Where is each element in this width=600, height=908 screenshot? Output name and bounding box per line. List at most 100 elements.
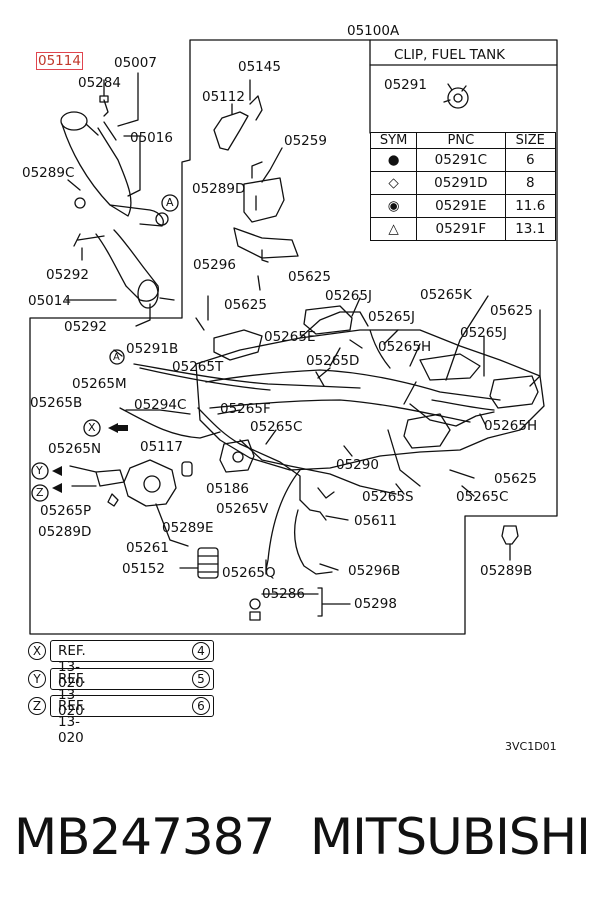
part-label[interactable]: 05296 (193, 257, 236, 273)
ref-letter: Z (28, 697, 46, 715)
part-label[interactable]: 05625 (494, 471, 537, 487)
part-label[interactable]: 05289D (38, 524, 92, 540)
part-label[interactable]: 05286 (262, 586, 305, 602)
part-label[interactable]: 05611 (354, 513, 397, 529)
bolt-05289b (501, 525, 519, 561)
part-label[interactable]: 05298 (354, 596, 397, 612)
part-label[interactable]: 05016 (130, 130, 173, 146)
pnc-cell[interactable]: 05291C (416, 148, 506, 172)
part-label[interactable]: 05289E (162, 520, 214, 536)
legend-title: CLIP, FUEL TANK (394, 47, 506, 63)
ref-num: 5 (192, 670, 210, 688)
diagram-code: 3VC1D01 (505, 740, 557, 753)
part-label[interactable]: 05291B (126, 341, 179, 357)
part-label[interactable]: 05265J (368, 309, 415, 325)
callout-letter: Y (36, 464, 43, 477)
symbol-cell: ◉ (369, 194, 418, 218)
part-label[interactable]: 05112 (202, 89, 245, 105)
ref-text: REF. 13-020 (58, 643, 86, 691)
part-label[interactable]: 05152 (122, 561, 165, 577)
symbol-cell: ◇ (369, 171, 418, 195)
part-label[interactable]: 05259 (284, 133, 327, 149)
part-label[interactable]: 05290 (336, 457, 379, 473)
part-label[interactable]: 05007 (114, 55, 157, 71)
ref-num: 6 (192, 697, 210, 715)
part-label[interactable]: 05186 (206, 481, 249, 497)
part-label[interactable]: 05265H (378, 339, 432, 355)
ref-box (50, 640, 214, 662)
table-row: ● 05291C 6 (369, 148, 556, 172)
part-label[interactable]: 05625 (288, 269, 331, 285)
part-label[interactable]: 05265H (484, 418, 538, 434)
symbol-cell: ● (369, 148, 418, 172)
pnc-cell[interactable]: 05291D (416, 171, 506, 195)
part-label[interactable]: 05294C (134, 397, 187, 413)
fuel-filter (219, 439, 335, 575)
part-label[interactable]: 05265B (30, 395, 83, 411)
bolt-05286 (249, 587, 351, 621)
size-cell: 11.6 (504, 194, 556, 218)
ref-letter: X (28, 642, 46, 660)
table-row: △ 05291F 13.1 (369, 217, 556, 241)
legend-sample-pnc[interactable]: 05291 (384, 77, 427, 93)
part-label[interactable]: 05265Q (222, 565, 276, 581)
part-label[interactable]: 05014 (28, 293, 71, 309)
symbol-table: SYM PNC SIZE ● 05291C 6 ◇ 05291D 8 ◉ 052… (369, 132, 556, 241)
part-label[interactable]: 05625 (490, 303, 533, 319)
part-label[interactable]: 05261 (126, 540, 169, 556)
pnc-cell[interactable]: 05291F (416, 217, 506, 241)
callout-letter: Z (36, 486, 44, 499)
part-label[interactable]: 05145 (238, 59, 281, 75)
size-cell: 8 (504, 171, 556, 195)
assembly-label: 05100A (347, 23, 400, 39)
part-label[interactable]: 05265P (40, 503, 92, 519)
part-label[interactable]: 05265K (420, 287, 472, 303)
ref-letter: Y (28, 670, 46, 688)
table-header: SYM (369, 132, 418, 149)
pnc-cell[interactable]: 05291E (416, 194, 506, 218)
part-label[interactable]: 05265C (250, 419, 303, 435)
part-label[interactable]: 05292 (46, 267, 89, 283)
part-label[interactable]: 05265M (72, 376, 127, 392)
part-label[interactable]: 05265C (456, 489, 509, 505)
ref-num: 4 (192, 642, 210, 660)
part-label[interactable]: 05265F (220, 401, 271, 417)
part-label[interactable]: 05289D (192, 181, 246, 197)
assembly-frame (29, 39, 558, 635)
ref-box (50, 695, 214, 717)
callout-letter: A (113, 352, 120, 363)
pump-module (69, 459, 193, 547)
footer-brand: MITSUBISHI (310, 808, 591, 866)
table-header: SIZE (504, 132, 556, 149)
clip-icon (443, 83, 469, 109)
fuel-tank (195, 305, 545, 471)
footer-part-number: MB247387 (14, 808, 275, 866)
table-header: PNC (416, 132, 506, 149)
part-label[interactable]: 05625 (224, 297, 267, 313)
part-label[interactable]: 05265S (362, 489, 414, 505)
filler-hose (60, 95, 175, 309)
table-row: ◇ 05291D 8 (369, 171, 556, 195)
part-label[interactable]: 05265E (264, 329, 316, 345)
part-label[interactable]: 05265J (460, 325, 507, 341)
part-label-highlighted[interactable]: 05114 (36, 52, 83, 70)
part-label[interactable]: 05265V (216, 501, 269, 517)
part-label[interactable]: 05265N (48, 441, 102, 457)
part-label[interactable]: 05265T (172, 359, 224, 375)
symbol-cell: △ (369, 217, 418, 241)
strainer (179, 547, 219, 579)
part-label[interactable]: 05265D (306, 353, 360, 369)
size-cell: 13.1 (504, 217, 556, 241)
part-label[interactable]: 05289B (480, 563, 533, 579)
part-label[interactable]: 05292 (64, 319, 107, 335)
callout-letter: X (88, 421, 96, 434)
part-label[interactable]: 05296B (348, 563, 401, 579)
part-label[interactable]: 05289C (22, 165, 75, 181)
part-label[interactable]: 05284 (78, 75, 121, 91)
callout-letter: A (166, 196, 174, 209)
table-row: ◉ 05291E 11.6 (369, 194, 556, 218)
part-label[interactable]: 05265J (325, 288, 372, 304)
part-label[interactable]: 05117 (140, 439, 183, 455)
ref-box (50, 668, 214, 690)
